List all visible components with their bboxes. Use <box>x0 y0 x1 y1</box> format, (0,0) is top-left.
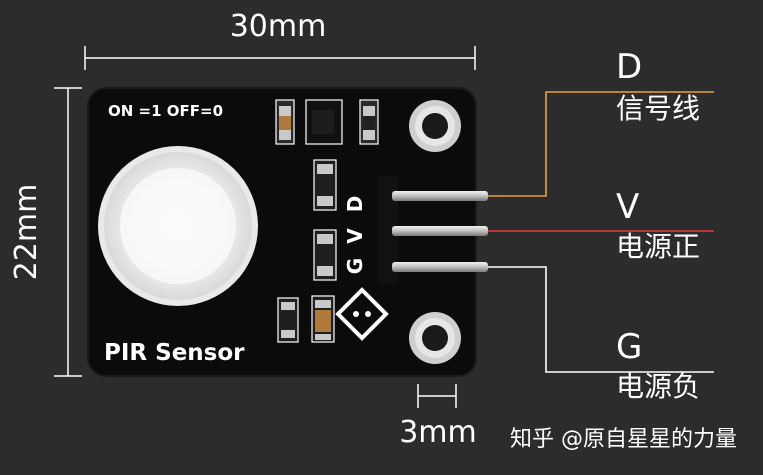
watermark: 知乎 @原自星星的力量 <box>510 427 737 452</box>
pin-header-block <box>378 176 398 284</box>
ground-callout-line <box>488 266 714 373</box>
pin-g <box>392 262 488 272</box>
silk-g: G <box>343 258 367 274</box>
jumper-label: ON =1 OFF=0 <box>108 102 223 120</box>
signal-callout-line <box>488 91 714 197</box>
silk-v: V <box>343 228 367 244</box>
pir-lens <box>98 146 258 306</box>
board-name: PIR Sensor <box>104 340 245 366</box>
pin-v <box>392 226 488 236</box>
width-dimension: 30mm <box>84 9 476 70</box>
height-dimension: 22mm <box>9 87 82 377</box>
pin-v-letter: V <box>616 187 639 227</box>
pin-length-label: 3mm <box>399 415 477 450</box>
width-dimension-label: 30mm <box>230 9 327 44</box>
silk-d: D <box>343 196 367 213</box>
height-dimension-label: 22mm <box>9 184 44 281</box>
pin-d <box>392 191 488 201</box>
header-silkscreen: G V D <box>343 196 367 275</box>
pin-d-letter: D <box>616 47 642 87</box>
pin-labels: D 信号线 V 电源正 G 电源负 <box>616 47 700 403</box>
smd-components <box>275 99 379 343</box>
board-logo <box>335 287 389 341</box>
mounting-hole-bottom <box>409 312 461 364</box>
pin-g-desc: 电源负 <box>616 370 700 403</box>
pcb-board: ON =1 OFF=0 PIR Sensor <box>87 87 477 377</box>
pin-length-dimension: 3mm <box>399 384 477 450</box>
header-pins <box>392 191 488 272</box>
pin-v-desc: 电源正 <box>616 230 700 263</box>
pin-d-desc: 信号线 <box>616 92 700 125</box>
pin-g-letter: G <box>616 327 642 367</box>
mounting-hole-top <box>409 100 461 152</box>
pin-callouts <box>488 91 714 373</box>
